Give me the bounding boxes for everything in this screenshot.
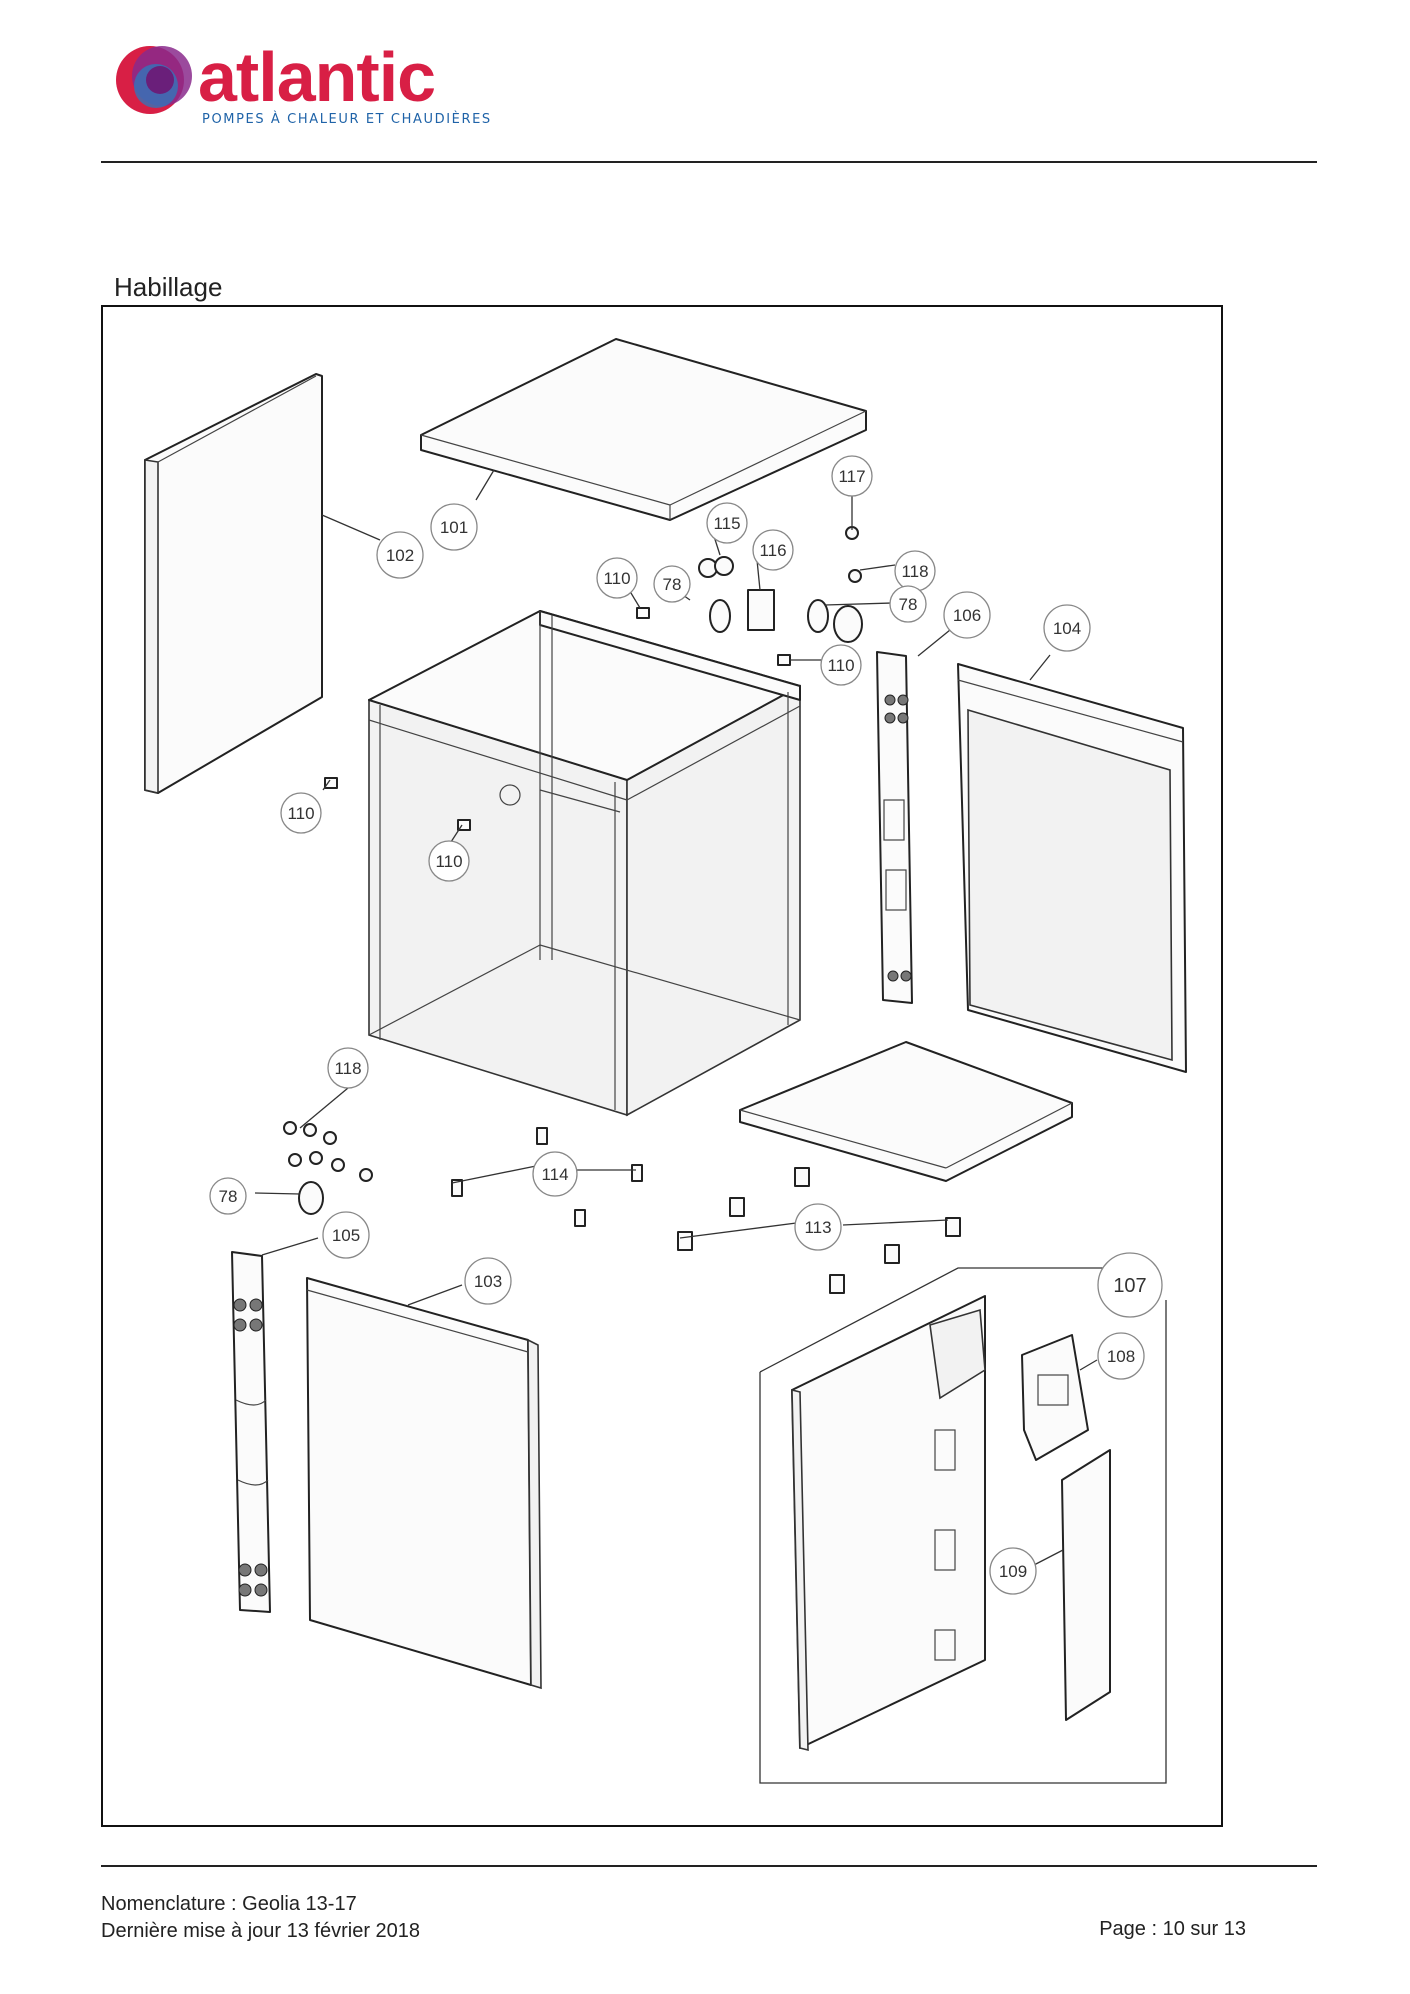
svg-text:106: 106 (953, 606, 981, 625)
brand-name: atlantic (198, 38, 436, 116)
part-right-rail (876, 651, 913, 1004)
footer-info: Nomenclature : Geolia 13-17 Dernière mis… (101, 1891, 420, 1945)
callout-110-center: 110 (428, 840, 470, 882)
callout-116: 116 (752, 529, 794, 571)
part-group-107-box (759, 1267, 1167, 1784)
svg-text:78: 78 (663, 575, 682, 594)
callout-118-top: 118 (894, 550, 936, 592)
callout-106: 106 (943, 591, 991, 639)
brand-tagline: POMPES À CHALEUR ET CHAUDIÈRES (202, 112, 492, 127)
last-update: Dernière mise à jour 13 février 2018 (101, 1920, 421, 1942)
svg-text:117: 117 (838, 467, 865, 486)
svg-text:107: 107 (1113, 1275, 1146, 1297)
part-cover-strip (1061, 1449, 1111, 1721)
part-chassis-frame (368, 610, 801, 1117)
part-left-rail (231, 1251, 271, 1613)
svg-text:102: 102 (386, 546, 414, 565)
part-base-plate (739, 1041, 1073, 1182)
callout-105: 105 (322, 1211, 370, 1259)
callout-103: 103 (464, 1257, 512, 1305)
svg-text:108: 108 (1107, 1347, 1135, 1366)
svg-text:104: 104 (1053, 619, 1081, 638)
callout-101: 101 (430, 503, 478, 551)
svg-text:113: 113 (804, 1218, 831, 1237)
part-front-panel (306, 1277, 542, 1690)
svg-text:105: 105 (332, 1226, 360, 1245)
callout-104: 104 (1043, 604, 1091, 652)
svg-text:110: 110 (827, 656, 854, 675)
svg-text:118: 118 (334, 1059, 361, 1078)
svg-text:115: 115 (713, 514, 740, 533)
part-left-side-panel (144, 373, 323, 795)
callout-110-left: 110 (280, 792, 322, 834)
part-small-components (283, 526, 961, 1294)
svg-text:101: 101 (440, 518, 468, 537)
callout-107: 107 (1097, 1252, 1163, 1318)
callout-109: 109 (989, 1547, 1037, 1595)
callout-108: 108 (1097, 1332, 1145, 1380)
svg-text:78: 78 (219, 1187, 238, 1206)
callout-115: 115 (706, 502, 748, 544)
callout-118-left: 118 (327, 1047, 369, 1089)
brand-logo: atlantic POMPES À CHALEUR ET CHAUDIÈRES (110, 36, 490, 136)
callout-117: 117 (831, 455, 873, 497)
part-front-door (791, 1295, 986, 1752)
svg-text:110: 110 (435, 852, 462, 871)
section-title: Habillage (114, 272, 223, 302)
callout-78-left: 78 (209, 1177, 247, 1215)
callout-114: 114 (532, 1151, 578, 1197)
callout-113: 113 (794, 1203, 842, 1251)
svg-text:78: 78 (899, 595, 918, 614)
diagram-frame (101, 305, 1223, 1827)
svg-text:118: 118 (901, 562, 928, 581)
part-top-panel (420, 338, 867, 521)
callout-110-top: 110 (596, 557, 638, 599)
svg-text:110: 110 (287, 804, 314, 823)
logo-mark-icon (116, 46, 192, 114)
callout-110-right: 110 (820, 644, 862, 686)
leader-lines (254, 469, 1098, 1566)
footer-divider (101, 1865, 1317, 1867)
callout-78-top: 78 (653, 565, 691, 603)
svg-text:110: 110 (603, 569, 630, 588)
header-divider (101, 161, 1317, 163)
svg-text:114: 114 (541, 1165, 568, 1184)
svg-text:116: 116 (759, 541, 786, 560)
page-number: Page : 10 sur 13 (1099, 1918, 1246, 1940)
callout-78-right: 78 (889, 585, 927, 623)
part-display-bracket (1021, 1334, 1089, 1461)
part-right-side-panel (957, 663, 1187, 1073)
svg-text:103: 103 (474, 1272, 502, 1291)
svg-text:109: 109 (999, 1562, 1027, 1581)
document-title: Nomenclature : Geolia 13-17 (101, 1893, 357, 1915)
callout-102: 102 (376, 531, 424, 579)
